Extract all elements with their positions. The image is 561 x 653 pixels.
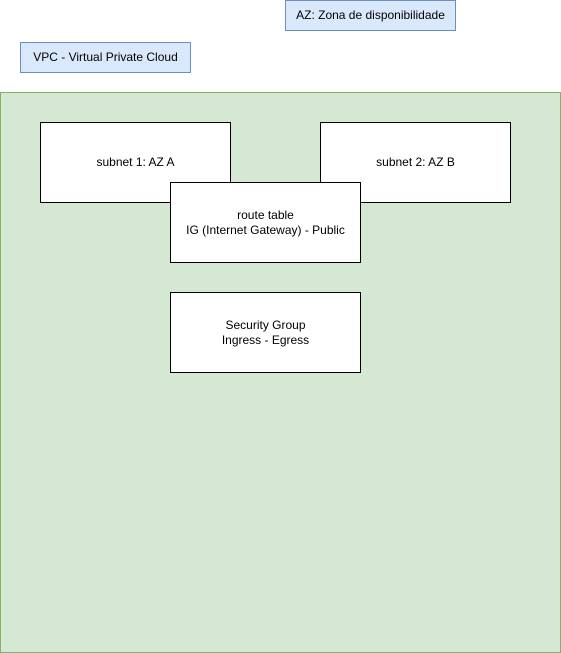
route-table-box[interactable]: route table IG (Internet Gateway) - Publ…: [170, 182, 361, 263]
security-group-box[interactable]: Security Group Ingress - Egress: [170, 292, 361, 373]
vpc-legend-label: VPC - Virtual Private Cloud: [20, 42, 191, 73]
security-group-title: Security Group: [225, 317, 306, 332]
route-table-detail: IG (Internet Gateway) - Public: [186, 222, 345, 237]
vpc-legend-text: VPC - Virtual Private Cloud: [33, 50, 178, 64]
subnet-2-label: subnet 2: AZ B: [376, 155, 455, 169]
az-legend-text: AZ: Zona de disponibilidade: [296, 8, 445, 22]
security-group-detail: Ingress - Egress: [221, 332, 310, 347]
subnet-1-label: subnet 1: AZ A: [96, 155, 175, 169]
subnet-1-box[interactable]: subnet 1: AZ A: [40, 122, 231, 203]
route-table-title: route table: [237, 207, 294, 222]
az-legend-label: AZ: Zona de disponibilidade: [285, 0, 456, 31]
